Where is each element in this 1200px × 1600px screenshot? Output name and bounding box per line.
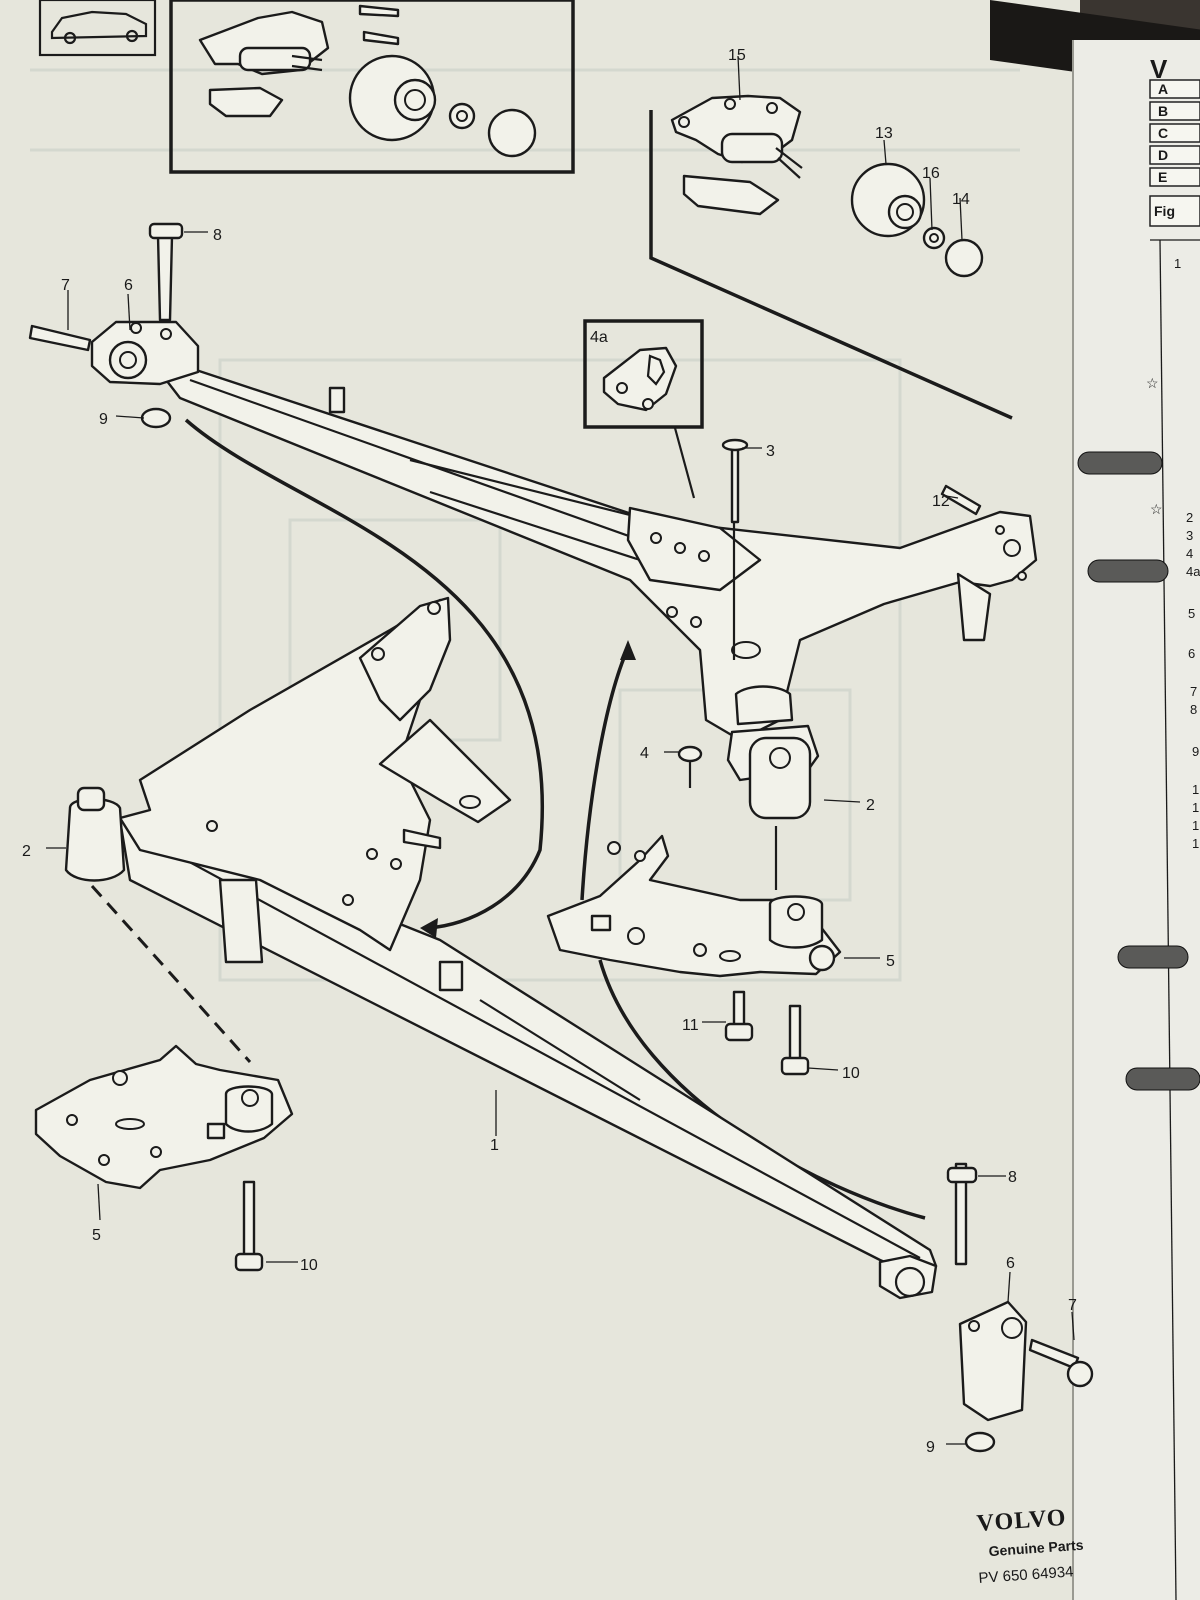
index-fragment-6: 6 xyxy=(1188,646,1195,661)
hub-bearing-group xyxy=(649,94,1013,420)
index-page xyxy=(1072,40,1200,1600)
index-fragment-3: 3 xyxy=(1186,528,1193,543)
right-bushing-group xyxy=(546,438,842,1076)
index-fragment-fig1: 1 xyxy=(1174,256,1181,271)
index-fragment-1a: 1 xyxy=(1192,782,1199,797)
inset-4a xyxy=(583,319,704,499)
callout-3: 3 xyxy=(766,443,775,460)
callout-8-top: 8 xyxy=(213,227,222,244)
star-icon: ☆ xyxy=(1146,375,1159,391)
car-thumbnail xyxy=(38,0,157,57)
volvo-footer: VOLVO Genuine Parts PV 650 64934 xyxy=(976,1505,1084,1587)
index-tab-b: B xyxy=(1158,103,1168,119)
callout-10-right: 10 xyxy=(842,1065,860,1082)
left-bracket-group xyxy=(34,884,294,1272)
callout-15: 15 xyxy=(728,47,746,64)
top-inset-box xyxy=(169,0,575,174)
callout-13: 13 xyxy=(875,125,893,142)
callout-12: 12 xyxy=(932,493,950,510)
subframe-upper-arm xyxy=(28,222,1038,742)
index-tab-d: D xyxy=(1158,147,1168,163)
right-mount-group xyxy=(946,1162,1094,1453)
star-icon: ☆ xyxy=(1150,501,1163,517)
callout-10-left: 10 xyxy=(300,1257,318,1274)
index-fragment-4: 4 xyxy=(1186,546,1193,561)
callout-6-top: 6 xyxy=(124,277,133,294)
subframe-main-member xyxy=(64,596,938,1300)
binder-ring-icon xyxy=(1087,559,1169,583)
callout-8-bottom: 8 xyxy=(1008,1169,1017,1186)
genuine-parts-text: Genuine Parts xyxy=(988,1537,1084,1560)
index-tab-fig: Fig xyxy=(1154,203,1175,219)
index-fragment-2: 2 xyxy=(1186,510,1193,525)
index-fragment-9: 9 xyxy=(1192,744,1199,759)
callout-4a: 4a xyxy=(590,329,608,346)
callout-9-bottom: 9 xyxy=(926,1439,935,1456)
index-fragment-1b: 1 xyxy=(1192,800,1199,815)
callout-2-right: 2 xyxy=(866,797,875,814)
part-number-text: PV 650 64934 xyxy=(978,1563,1074,1587)
right-page-header-fragment: V xyxy=(1150,54,1168,84)
callout-labels: 8 7 6 9 15 13 16 14 4a 3 12 2 2 4 5 11 1… xyxy=(22,47,1077,1456)
callout-7-top: 7 xyxy=(61,277,70,294)
callout-6-bottom: 6 xyxy=(1006,1255,1015,1272)
binder-ring-icon xyxy=(1077,451,1163,475)
callout-4: 4 xyxy=(640,745,649,762)
callout-1: 1 xyxy=(490,1137,499,1154)
callout-16: 16 xyxy=(922,165,940,182)
index-fragment-4a: 4a xyxy=(1186,564,1200,579)
binder-ring-icon xyxy=(1125,1067,1200,1091)
index-fragment-7: 7 xyxy=(1190,684,1197,699)
callout-9-top: 9 xyxy=(99,411,108,428)
callout-7-bottom: 7 xyxy=(1068,1297,1077,1314)
binder-ring-icon xyxy=(1117,945,1189,969)
index-tab-e: E xyxy=(1158,169,1167,185)
callout-11: 11 xyxy=(682,1017,699,1034)
index-fragment-5: 5 xyxy=(1188,606,1195,621)
index-fragment-8: 8 xyxy=(1190,702,1197,717)
index-fragment-1d: 1 xyxy=(1192,836,1199,851)
leader-lines xyxy=(46,55,1075,1445)
binder-rings xyxy=(1077,451,1200,1091)
index-tab-a: A xyxy=(1158,81,1168,97)
callout-14: 14 xyxy=(952,191,970,208)
callout-5-right: 5 xyxy=(886,953,895,970)
index-fragment-1c: 1 xyxy=(1192,818,1199,833)
index-tab-c: C xyxy=(1158,125,1168,141)
index-tabs: V A B C D E Fig xyxy=(1149,54,1200,1600)
callout-2-left: 2 xyxy=(22,843,31,860)
index-fragments: 1 2 3 4 4a 5 6 7 8 9 1 1 1 1 ☆ ☆ xyxy=(1146,256,1200,851)
callout-5-left: 5 xyxy=(92,1227,101,1244)
volvo-logo-text: VOLVO xyxy=(976,1505,1067,1537)
